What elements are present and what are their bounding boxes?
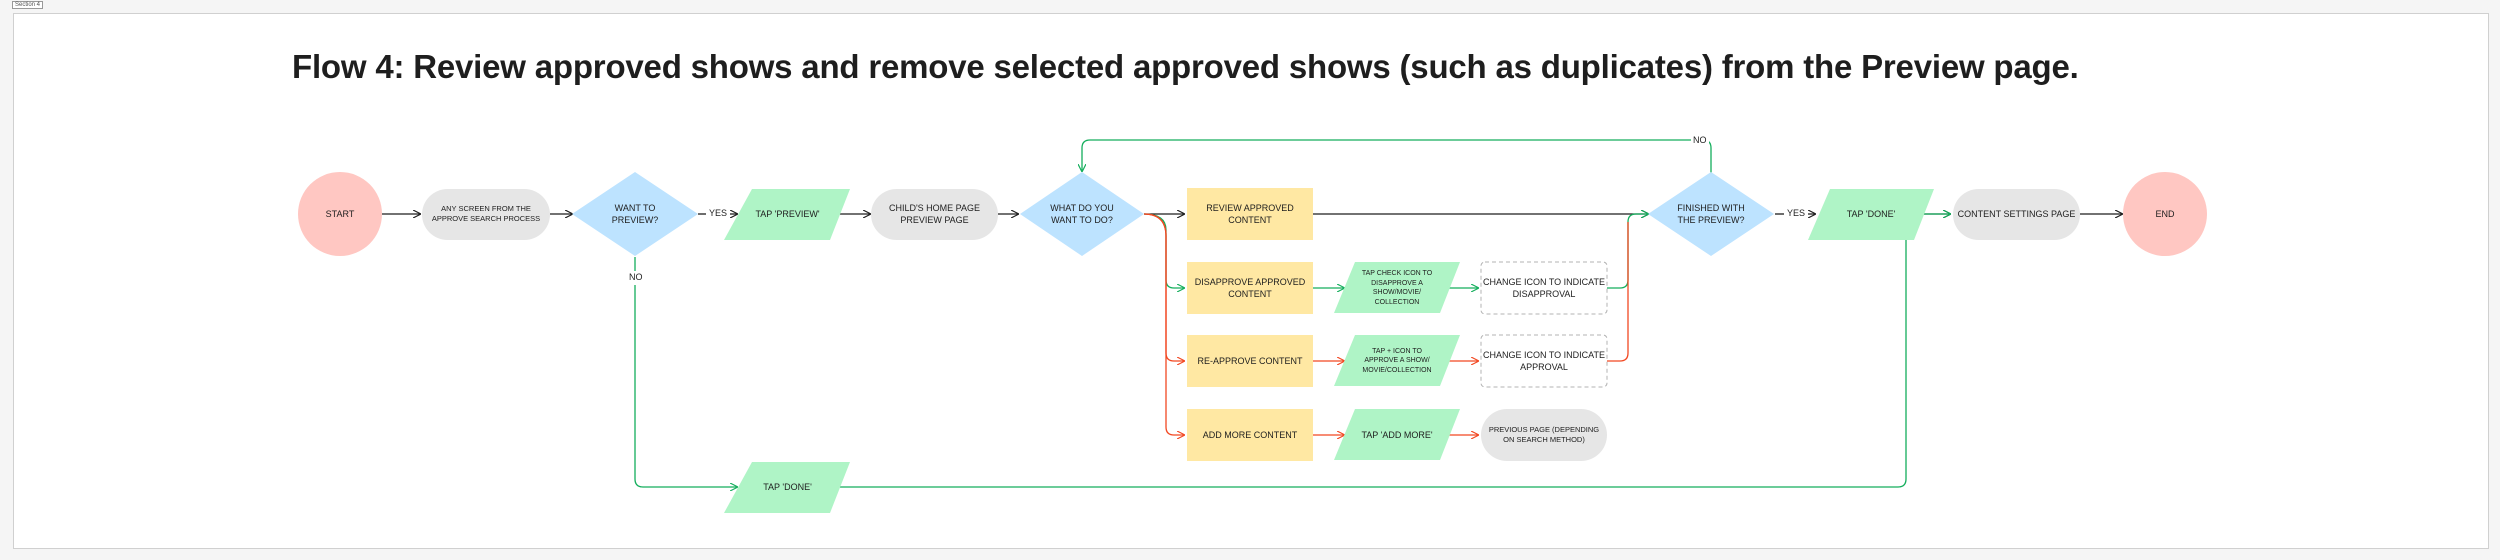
- what-do-label: WHAT DO YOU WANT TO DO?: [1050, 203, 1114, 225]
- disapprove-label: DISAPPROVE APPROVED CONTENT: [1194, 277, 1306, 299]
- no-preview-label: NO: [627, 272, 645, 282]
- change-approval-node: [1480, 334, 1608, 388]
- no-finished-label: NO: [1691, 135, 1709, 145]
- reapprove-node: [1187, 335, 1313, 387]
- tap-add-more-label: TAP 'ADD MORE': [1361, 430, 1433, 440]
- change-disapproval-label: CHANGE ICON TO INDICATE DISAPPROVAL: [1482, 277, 1605, 299]
- tap-done-bottom-input: [724, 462, 850, 513]
- edge-finished-no-loop: [1082, 139, 1712, 176]
- edge-whatdo-addmore: [1143, 213, 1184, 435]
- finished-label: FINISHED WITH THE PREVIEW?: [1677, 203, 1745, 225]
- add-more-node: [1187, 409, 1313, 461]
- tap-preview-input: [724, 189, 850, 240]
- start-node: [298, 172, 382, 256]
- tap-done-top-label: TAP 'DONE': [1846, 209, 1896, 219]
- flow-title: Flow 4: Review approved shows and remove…: [292, 48, 2079, 85]
- disapprove-node: [1187, 262, 1313, 314]
- content-settings-label: CONTENT SETTINGS PAGE: [1957, 209, 2076, 219]
- end-label: END: [2155, 209, 2175, 219]
- change-approval-label: CHANGE ICON TO INDICATE APPROVAL: [1482, 350, 1605, 372]
- what-do-decision: [1020, 172, 1144, 256]
- review-approved-label: REVIEW APPROVED CONTENT: [1206, 203, 1294, 225]
- childs-home-label: CHILD'S HOME PAGE PREVIEW PAGE: [888, 203, 981, 225]
- end-node: [2123, 172, 2207, 256]
- childs-home-node: [871, 189, 998, 240]
- previous-page-label: PREVIOUS PAGE (DEPENDING ON SEARCH METHO…: [1488, 425, 1600, 444]
- start-label: START: [325, 209, 355, 219]
- frame-label: Section 4: [12, 1, 44, 9]
- any-screen-label: ANY SCREEN FROM THE APPROVE SEARCH PROCE…: [431, 204, 541, 223]
- finished-decision: [1648, 172, 1774, 256]
- content-settings-node: [1953, 189, 2080, 240]
- want-preview-decision: [572, 172, 698, 256]
- change-disapproval-node: [1480, 261, 1608, 315]
- tap-done-top-input: [1808, 189, 1934, 240]
- review-approved-node: [1187, 188, 1313, 240]
- any-screen-node: [422, 189, 550, 240]
- tap-add-more-input: [1334, 409, 1460, 460]
- tap-done-bottom-label: TAP 'DONE': [763, 482, 812, 492]
- tap-check-label: TAP CHECK ICON TO DISAPPROVE A SHOW/MOVI…: [1361, 270, 1433, 306]
- tap-plus-label: TAP + ICON TO APPROVE A SHOW/ MOVIE/COLL…: [1362, 347, 1432, 374]
- add-more-label: ADD MORE CONTENT: [1202, 430, 1298, 440]
- want-preview-label: WANT TO PREVIEW?: [611, 203, 659, 225]
- edge-wantpreview-no-b: [634, 285, 737, 487]
- yes-preview-label: YES: [707, 208, 730, 218]
- yes-finished-label: YES: [1785, 208, 1808, 218]
- tap-check-input: [1334, 262, 1460, 313]
- edge-approval-finished: [1607, 222, 1629, 362]
- previous-page-node: [1481, 409, 1607, 461]
- reapprove-label: RE-APPROVE CONTENT: [1197, 356, 1303, 366]
- tap-plus-input: [1334, 335, 1460, 386]
- tap-preview-label: TAP 'PREVIEW': [755, 209, 820, 219]
